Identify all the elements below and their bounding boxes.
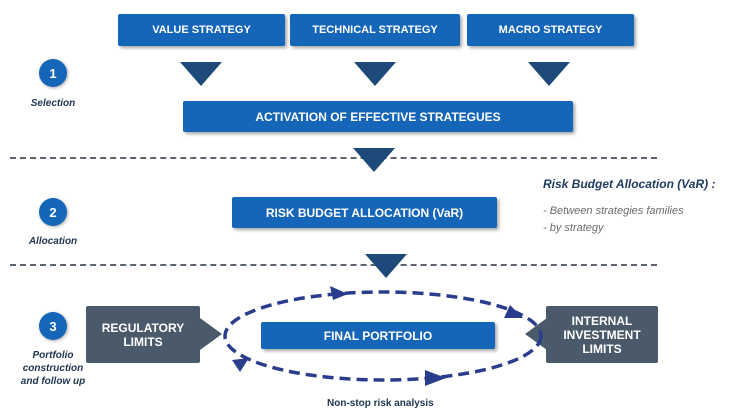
internal-line: INVESTMENT — [563, 327, 641, 342]
step-3-circle: 3 — [39, 312, 67, 340]
risk-note-title: Risk Budget Allocation (VaR) : — [543, 177, 716, 191]
step-1-circle: 1 — [39, 59, 67, 87]
risk-budget-allocation-box: RISK BUDGET ALLOCATION (VaR) — [232, 197, 497, 228]
value-strategy-box: VALUE STRATEGY — [118, 14, 285, 46]
risk-note-item: - by strategy — [543, 222, 604, 234]
final-portfolio-box: FINAL PORTFOLIO — [261, 322, 495, 349]
down-arrow-final — [365, 254, 407, 278]
activation-box: ACTIVATION OF EFFECTIVE STRATEGUES — [183, 101, 573, 132]
right-arrow-regulatory — [200, 318, 222, 350]
internal-line: INTERNAL — [571, 313, 633, 328]
down-arrow-risk-budget — [353, 148, 395, 172]
cycle-arrowhead-left — [232, 358, 249, 372]
left-arrow-internal — [525, 318, 547, 350]
macro-strategy-box: MACRO STRATEGY — [467, 14, 634, 46]
step-2-label: Allocation — [28, 236, 78, 247]
regulatory-line: LIMITS — [123, 334, 163, 349]
internal-investment-limits-box: INTERNAL INVESTMENT LIMITS — [546, 306, 658, 363]
down-arrow-technical — [354, 62, 396, 86]
cycle-arrowhead-bottom — [425, 370, 446, 386]
risk-note-item: - Between strategies families — [543, 205, 684, 217]
step-1-label: Selection — [30, 98, 76, 109]
cycle-arrowhead-top — [330, 286, 348, 300]
regulatory-limits-box: REGULATORY LIMITS — [86, 306, 200, 363]
down-arrow-macro — [528, 62, 570, 86]
non-stop-risk-caption: Non-stop risk analysis — [327, 398, 434, 409]
separator-line-2 — [10, 264, 657, 266]
technical-strategy-box: TECHNICAL STRATEGY — [290, 14, 460, 46]
cycle-arrowhead-right — [504, 305, 523, 318]
step-3-label-line: Portfolio — [32, 350, 74, 361]
separator-line-1 — [10, 157, 657, 159]
step-3-label-line: construction — [22, 363, 84, 374]
step-2-circle: 2 — [39, 198, 67, 226]
step-3-label: Portfolio construction and follow up — [8, 349, 98, 388]
regulatory-line: REGULATORY — [101, 320, 185, 335]
internal-line: LIMITS — [582, 341, 622, 356]
step-3-label-line: and follow up — [20, 376, 86, 387]
down-arrow-value — [180, 62, 222, 86]
